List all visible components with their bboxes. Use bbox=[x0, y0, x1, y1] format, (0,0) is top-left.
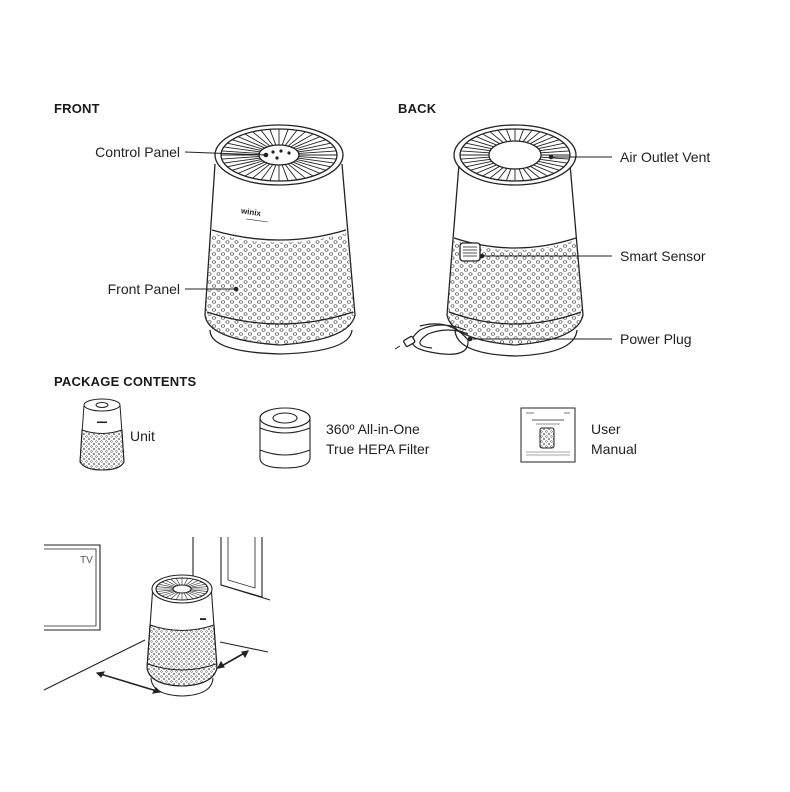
smart-sensor-vent bbox=[460, 243, 480, 261]
tv-label: TV bbox=[80, 555, 93, 566]
back-unit-drawing bbox=[395, 125, 583, 356]
svg-text:▬▬: ▬▬ bbox=[97, 419, 107, 425]
hepa-filter-icon bbox=[260, 408, 310, 468]
user-manual-icon bbox=[521, 408, 575, 462]
front-unit-drawing: winix bbox=[205, 125, 355, 354]
power-cord bbox=[412, 324, 468, 354]
placement-scene: ▬ bbox=[44, 537, 270, 696]
svg-text:▬: ▬ bbox=[200, 616, 206, 622]
purifier-unit-icon: ▬▬ bbox=[80, 399, 124, 470]
